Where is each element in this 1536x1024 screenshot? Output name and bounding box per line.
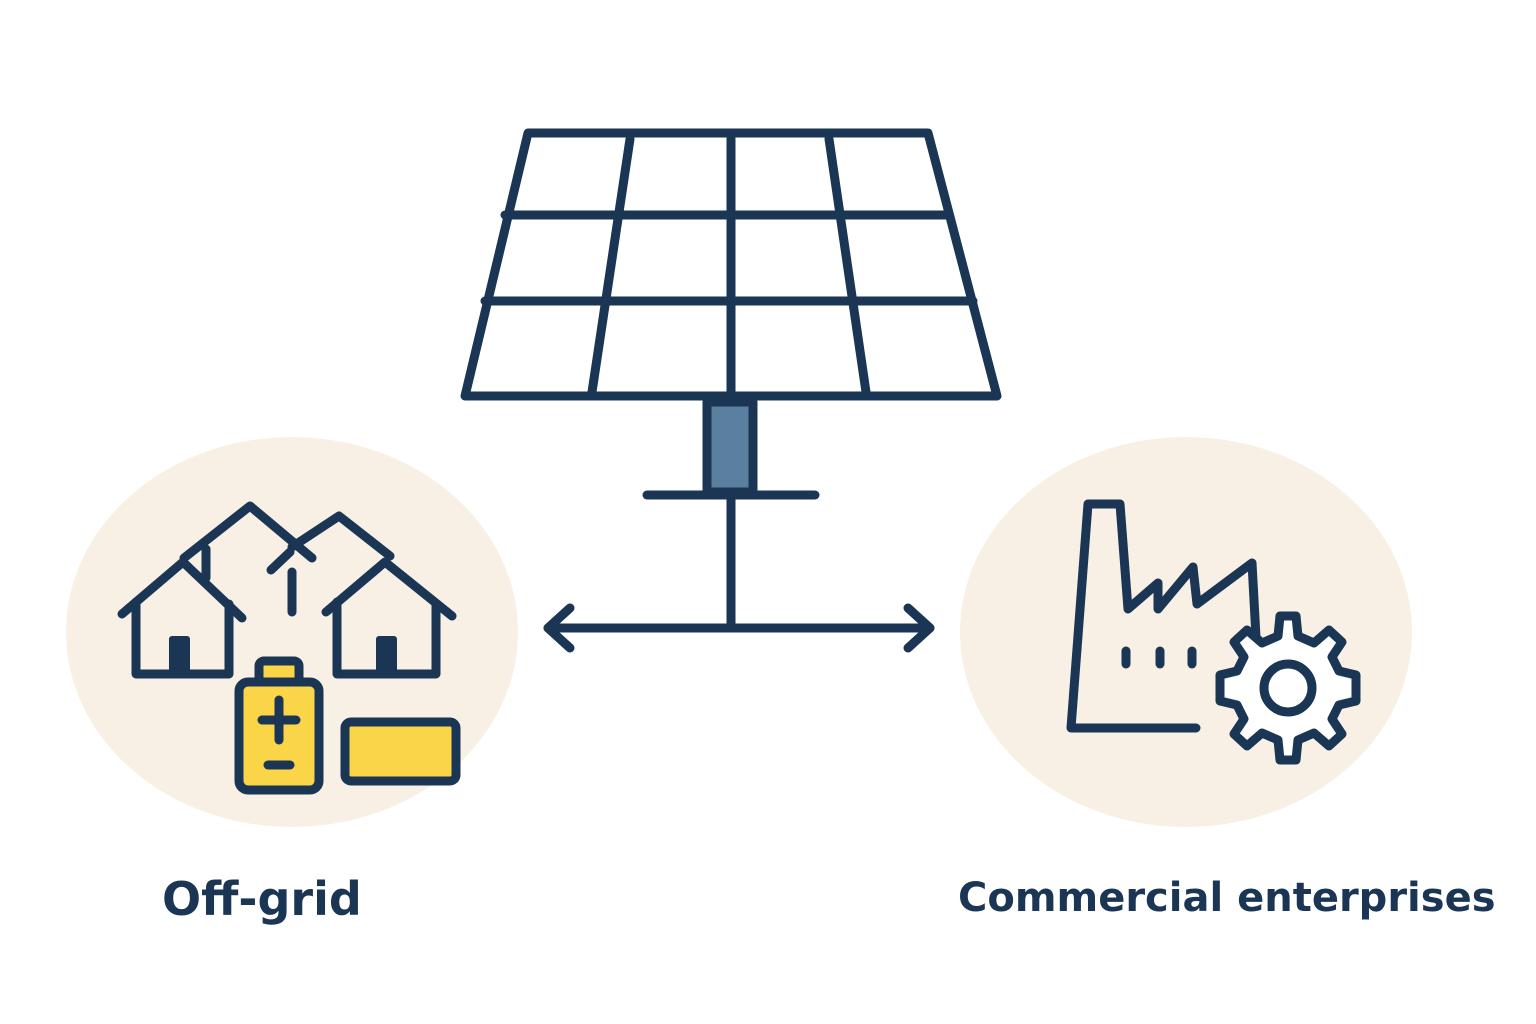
panel-stand [642, 397, 820, 632]
commercial-enterprises-label: Commercial enterprises [958, 875, 1496, 921]
battery-icon [234, 656, 324, 795]
commercial-circle [960, 437, 1412, 827]
right-house-door [376, 636, 397, 674]
gear-icon [1215, 611, 1361, 765]
battery-pack-icon [340, 717, 461, 786]
two-way-arrow-icon [543, 603, 935, 653]
solar-panel-icon [460, 128, 1002, 401]
factory-icon [1066, 499, 1261, 733]
left-house-door [169, 636, 190, 674]
off-grid-label: Off-grid [162, 872, 362, 926]
